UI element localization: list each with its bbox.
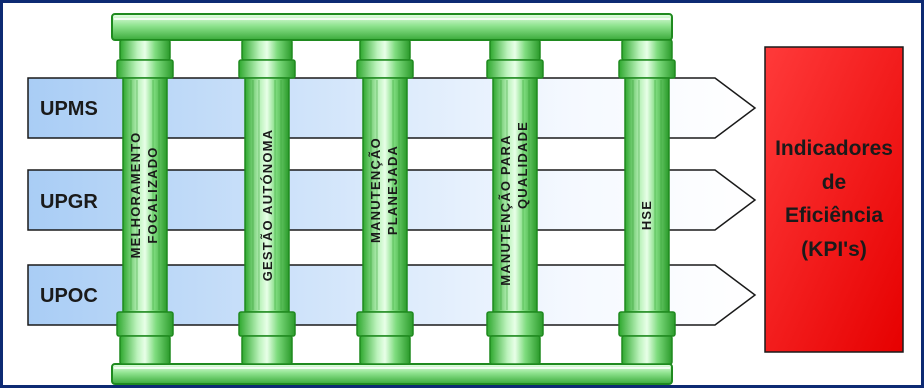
pillar-capital-ring (487, 60, 543, 78)
pillar-capital (360, 40, 410, 60)
pillar-label: QUALIDADE (515, 121, 530, 209)
pillar-shaft (625, 78, 669, 312)
pillar-base (490, 336, 540, 364)
top-beam (112, 14, 672, 40)
kpi-line: de (822, 171, 847, 194)
pillar-capital (120, 40, 170, 60)
pillar-manutencao-para-qualidade: MANUTENÇÃO PARA QUALIDADE (487, 40, 543, 364)
kpi-line: (KPI's) (801, 238, 867, 261)
kpi-line: Indicadores (775, 137, 893, 160)
pillar-label: MELHORAMENTO (128, 132, 143, 259)
pillar-base (120, 336, 170, 364)
pillar-base (622, 336, 672, 364)
kpi-background (765, 47, 903, 352)
pillar-capital (622, 40, 672, 60)
pillar-capital-ring (357, 60, 413, 78)
pillar-base-ring (239, 312, 295, 336)
pillar-base-ring (357, 312, 413, 336)
pillar-label: MANUTENÇÃO PARA (498, 134, 513, 285)
pillar-label: GESTÃO AUTÓNOMA (260, 129, 275, 282)
kpi-line: Eficiência (785, 204, 883, 227)
pillar-base (360, 336, 410, 364)
unit-label: UPOC (40, 285, 98, 307)
pillar-hse: HSE (619, 40, 675, 364)
pillar-capital (242, 40, 292, 60)
unit-label: UPMS (40, 98, 98, 120)
pillar-label: FOCALIZADO (145, 146, 160, 243)
pillar-capital (490, 40, 540, 60)
pillar-melhoramento-focalizado: MELHORAMENTO FOCALIZADO (117, 40, 173, 364)
pillar-label: MANUTENÇÃO (368, 137, 383, 243)
pillar-base-ring (487, 312, 543, 336)
pillar-capital-ring (239, 60, 295, 78)
kpi-box: Indicadores de Eficiência (KPI's) (765, 47, 903, 352)
bottom-beam (112, 364, 672, 384)
pillar-manutencao-planejada: MANUTENÇÃO PLANEJADA (357, 40, 413, 364)
pillar-base (242, 336, 292, 364)
pillar-capital-ring (117, 60, 173, 78)
pillar-label: PLANEJADA (385, 145, 400, 235)
unit-label: UPGR (40, 191, 98, 213)
pillar-gestao-autonoma: GESTÃO AUTÓNOMA (239, 40, 295, 364)
pillar-base-ring (117, 312, 173, 336)
pillar-label: HSE (639, 200, 654, 230)
pillar-base-ring (619, 312, 675, 336)
pillar-capital-ring (619, 60, 675, 78)
